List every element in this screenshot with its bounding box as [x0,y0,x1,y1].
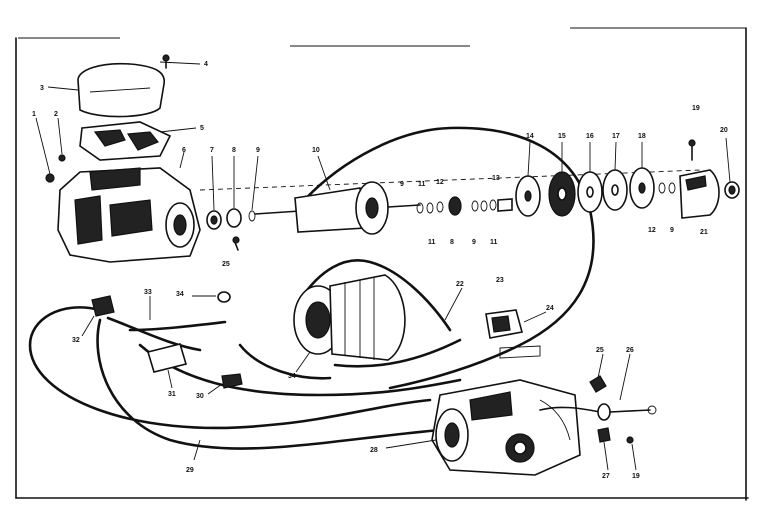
part-7-bearing [206,210,222,230]
part-32-switch [91,295,115,317]
part-10-armature [254,181,421,235]
label-20: 20 [720,127,728,134]
part-26-cord [539,403,657,421]
label-12-a: 12 [436,179,444,186]
label-19-a: 19 [692,105,700,112]
label-6: 6 [182,147,186,154]
label-2: 2 [54,111,58,118]
label-19-b: 19 [632,473,640,480]
part-number-labels: 1 2 3 4 5 6 7 8 9 10 9 11 12 13 14 15 16… [32,61,728,480]
label-11-a: 11 [418,181,426,188]
label-21: 21 [700,229,708,236]
part-9-12-washers-right [658,182,676,194]
label-16: 16 [586,133,594,140]
label-29: 29 [186,467,194,474]
label-10: 10 [312,147,320,154]
label-3: 3 [40,85,44,92]
label-15: 15 [558,133,566,140]
part-27-clip [597,427,611,443]
part-23-brush-holder [485,309,524,339]
part-25-screw-left [232,236,240,251]
label-7: 7 [210,147,214,154]
label-9-c: 9 [472,239,476,246]
label-22: 22 [456,281,464,288]
part-34-small [217,291,231,303]
part-8-washer [226,208,242,228]
page-frame [15,27,749,501]
part-6-motor-housing [57,167,201,263]
label-14: 14 [526,133,534,140]
label-17: 17 [612,133,620,140]
label-11-b: 11 [428,239,436,246]
label-5: 5 [200,125,204,132]
part-19-screw-top [688,139,696,161]
part-25-screw-right [589,375,607,393]
label-13: 13 [492,175,500,182]
part-15-disc [548,171,576,217]
label-27: 27 [602,473,610,480]
part-30-clip [221,373,243,389]
leader-lines [35,61,731,471]
label-25-b: 25 [596,347,604,354]
label-18: 18 [638,133,646,140]
label-9-b: 9 [400,181,404,188]
part-24-brush [499,345,541,359]
label-30: 30 [196,393,204,400]
part-34-field-coil [293,274,406,361]
label-11-c: 11 [490,239,498,246]
part-17-disc [602,169,628,211]
label-32: 32 [72,337,80,344]
part-31-capacitor [146,343,188,373]
part-21-end-cap [679,169,720,219]
part-4-screw [162,54,170,69]
label-34-b: 34 [288,373,296,380]
label-34-a: 34 [176,291,184,298]
label-26: 26 [626,347,634,354]
wiring-harness [28,126,595,450]
part-5-plate [79,121,172,161]
label-9-d: 9 [670,227,674,234]
part-16-disc [577,171,603,213]
label-12-b: 12 [648,227,656,234]
label-31: 31 [168,391,176,398]
label-23: 23 [496,277,504,284]
part-28-gearbox [431,379,581,476]
washer-stack-center [416,196,513,216]
part-20-knob [724,181,740,199]
label-8-b: 8 [450,239,454,246]
part-18-disc [629,167,655,209]
label-25-a: 25 [222,261,230,268]
part-19-screw-bottom [626,436,634,444]
part-3-cover [77,62,165,118]
label-9: 9 [256,147,260,154]
part-14-disc [515,175,541,217]
label-28: 28 [370,447,378,454]
label-4: 4 [204,61,208,68]
label-1: 1 [32,111,36,118]
label-24: 24 [546,305,554,312]
part-9-clip [248,210,256,222]
label-8: 8 [232,147,236,154]
label-33: 33 [144,289,152,296]
